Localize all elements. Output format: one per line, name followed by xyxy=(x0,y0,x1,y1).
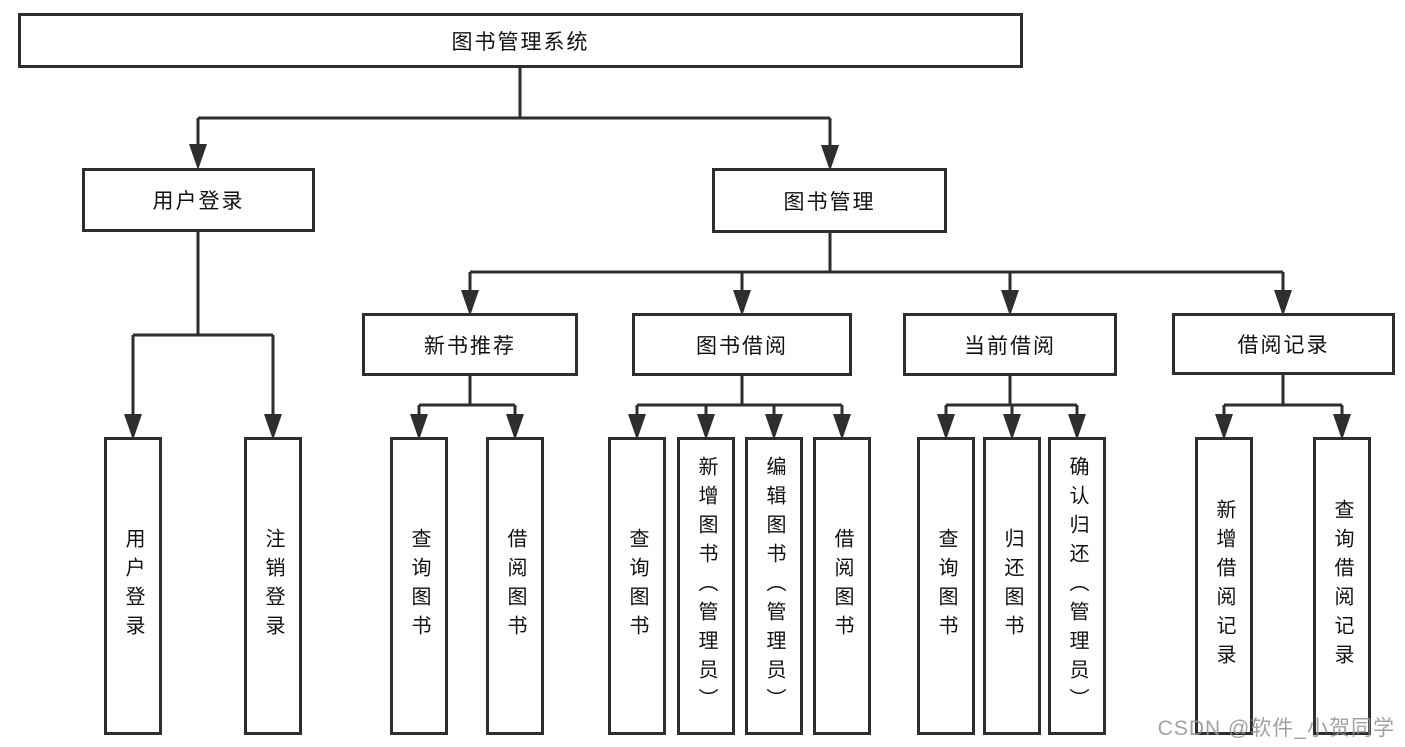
node-new-book-recommend: 新书推荐 xyxy=(362,313,578,376)
leaf-label: 查询图书 xyxy=(935,528,957,644)
leaf-return-book: 归还图书 xyxy=(983,437,1041,735)
leaf-query-books-recommend: 查询图书 xyxy=(390,437,448,735)
leaf-query-books-current: 查询图书 xyxy=(917,437,975,735)
leaf-logout: 注销登录 xyxy=(244,437,302,735)
leaf-user-login: 用户登录 xyxy=(104,437,162,735)
watermark: CSDN @软件_小贺同学 xyxy=(1157,717,1395,740)
leaf-label: 归还图书 xyxy=(1001,528,1023,644)
connector-management-to-groups xyxy=(468,233,1285,295)
leaf-borrow-books-recommend: 借阅图书 xyxy=(486,437,544,735)
leaf-label: 编辑图书（管理员） xyxy=(763,455,785,717)
connector-root-to-level2 xyxy=(196,68,832,150)
leaf-query-borrow-record: 查询借阅记录 xyxy=(1313,437,1371,735)
connector-newbook-group xyxy=(417,376,517,418)
node-user-login: 用户登录 xyxy=(82,168,315,232)
leaf-confirm-return-admin: 确认归还（管理员） xyxy=(1048,437,1106,735)
connector-records-group xyxy=(1222,375,1344,418)
connector-bookborrow-group xyxy=(635,376,844,418)
leaf-label: 确认归还（管理员） xyxy=(1066,455,1088,717)
connector-login-to-children xyxy=(131,232,275,418)
leaf-label: 注销登录 xyxy=(262,528,284,644)
node-book-management: 图书管理 xyxy=(712,168,947,233)
node-current-borrowing: 当前借阅 xyxy=(903,313,1117,376)
leaf-query-books-borrowing: 查询图书 xyxy=(608,437,666,735)
leaf-label: 查询图书 xyxy=(408,528,430,644)
node-root: 图书管理系统 xyxy=(18,13,1023,68)
connector-currentborrow-group xyxy=(944,376,1079,418)
leaf-label: 查询借阅记录 xyxy=(1331,499,1353,673)
leaf-label: 新增图书（管理员） xyxy=(695,455,717,717)
leaf-edit-book-admin: 编辑图书（管理员） xyxy=(745,437,803,735)
node-borrowing-records: 借阅记录 xyxy=(1172,313,1395,375)
leaf-label: 借阅图书 xyxy=(504,528,526,644)
leaf-add-borrow-record: 新增借阅记录 xyxy=(1195,437,1253,735)
leaf-borrow-books-borrowing: 借阅图书 xyxy=(813,437,871,735)
leaf-label: 查询图书 xyxy=(626,528,648,644)
node-book-borrowing: 图书借阅 xyxy=(632,313,852,376)
arrow-down-icon xyxy=(189,144,207,170)
leaf-label: 新增借阅记录 xyxy=(1213,499,1235,673)
leaf-add-book-admin: 新增图书（管理员） xyxy=(677,437,735,735)
leaf-label: 借阅图书 xyxy=(831,528,853,644)
leaf-label: 用户登录 xyxy=(122,528,144,644)
